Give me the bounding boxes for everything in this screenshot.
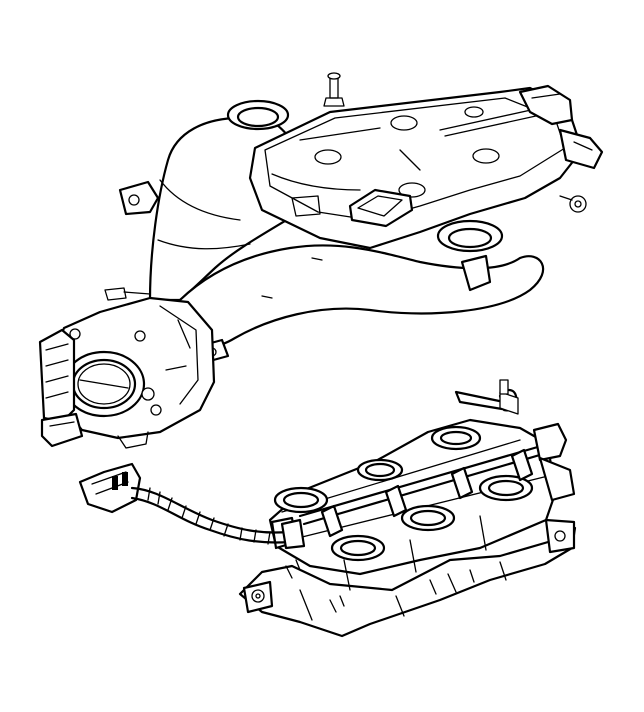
wiring-harness: [78, 462, 306, 550]
fuel-rail-fitting: [454, 379, 519, 415]
throttle-body: [38, 296, 216, 449]
upper-intake-manifold: [104, 72, 604, 364]
lower-intake-manifold: [238, 418, 577, 638]
